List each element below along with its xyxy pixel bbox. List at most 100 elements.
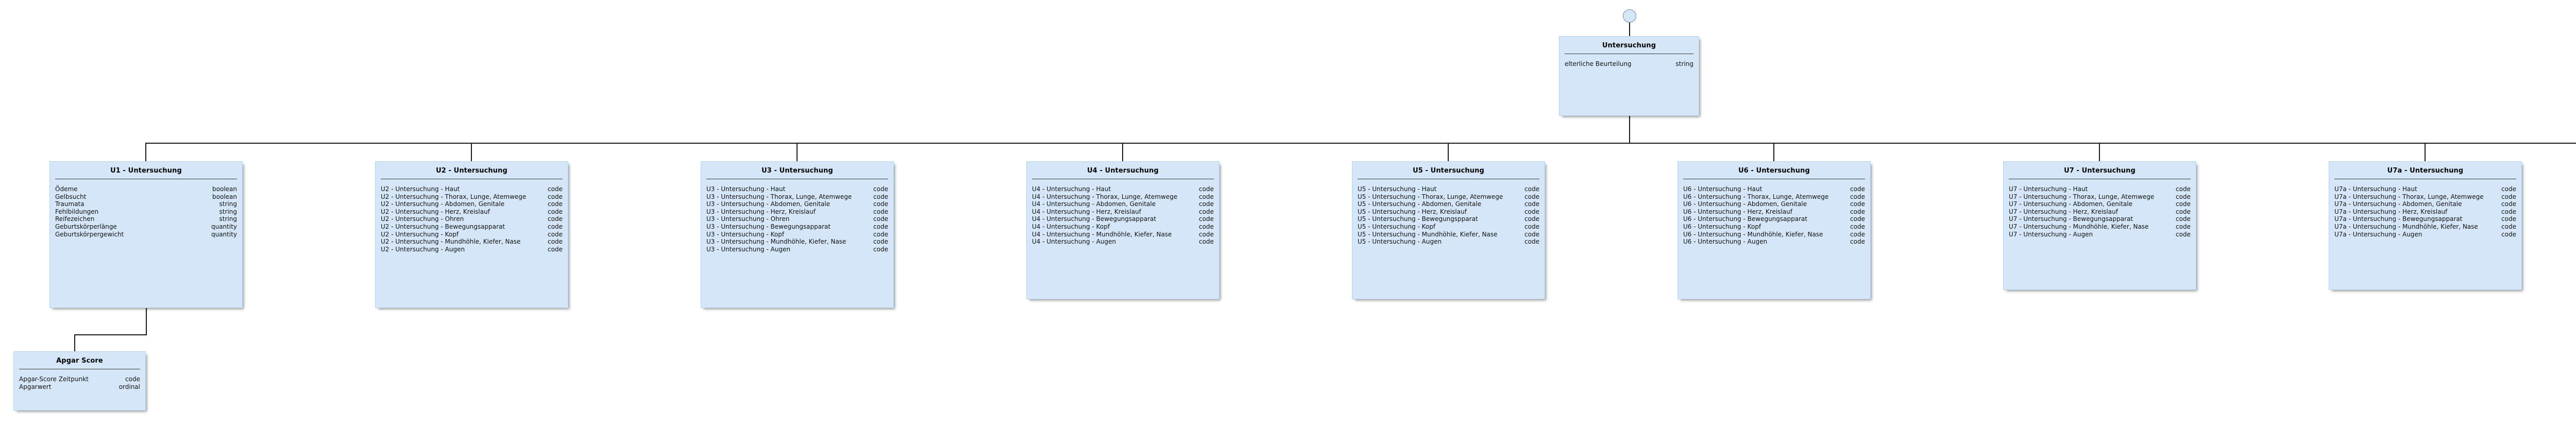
attribute-type: code — [1850, 185, 1865, 193]
attribute-type: code — [1850, 238, 1865, 246]
attribute-name: U3 - Untersuchung - Herz, Kreislauf — [706, 208, 816, 215]
attribute-name: U3 - Untersuchung - Abdomen, Genitale — [706, 200, 831, 208]
attribute-type: quantity — [211, 223, 237, 230]
attribute-type: code — [548, 193, 563, 200]
class-box-untersuchung[interactable]: Untersuchung elterliche Beurteilung stri… — [1559, 36, 1699, 116]
attribute-name: elterliche Beurteilung — [1565, 60, 1632, 67]
class-box-u5[interactable]: U5 - Untersuchung U5 - Untersuchung - Ha… — [1352, 161, 1545, 299]
drop-line-u4 — [1122, 143, 1123, 161]
attribute-type: code — [2176, 185, 2191, 193]
attribute-name: U7a - Untersuchung - Bewegungsapparat — [2334, 215, 2463, 223]
attribute-name: U3 - Untersuchung - Bewegungsapparat — [706, 223, 831, 230]
root-aggregation-circle — [1623, 9, 1636, 23]
attribute-type: code — [1199, 238, 1214, 246]
drop-line-u5 — [1448, 143, 1449, 161]
attribute-name: U7 - Untersuchung - Haut — [2009, 185, 2088, 193]
class-box-u7a[interactable]: U7a - Untersuchung U7a - Untersuchung - … — [2329, 161, 2522, 290]
attribute-name: U2 - Untersuchung - Ohren — [381, 215, 464, 223]
attribute-name: U6 - Untersuchung - Augen — [1683, 238, 1768, 246]
class-attributes-u5: U5 - Untersuchung - Haut code U5 - Unters… — [1352, 179, 1545, 251]
attribute-name: U4 - Untersuchung - Thorax, Lunge, Atemw… — [1032, 193, 1178, 200]
attribute-type: code — [1524, 223, 1539, 230]
attribute-row: U3 - Untersuchung - Ohren code — [706, 215, 888, 223]
attribute-row: U3 - Untersuchung - Mundhöhle, Kiefer, N… — [706, 238, 888, 246]
attribute-name: U7a - Untersuchung - Thorax, Lunge, Atem… — [2334, 193, 2484, 200]
attribute-type: string — [219, 208, 237, 215]
attribute-name: Apgarwert — [19, 383, 52, 390]
class-box-u6[interactable]: U6 - Untersuchung U6 - Untersuchung - Ha… — [1677, 161, 1871, 299]
attribute-name: U2 - Untersuchung - Kopf — [381, 230, 459, 238]
attribute-name: U5 - Untersuchung - Bewegungspparat — [1358, 215, 1478, 223]
attribute-name: U6 - Untersuchung - Bewegungsapparat — [1683, 215, 1808, 223]
class-box-u7[interactable]: U7 - Untersuchung U7 - Untersuchung - Ha… — [2003, 161, 2196, 290]
attribute-name: U6 - Untersuchung - Abdomen, Genitale — [1683, 200, 1807, 208]
class-title-u2: U2 - Untersuchung — [436, 167, 507, 175]
class-title-untersuchung: Untersuchung — [1602, 42, 1656, 49]
attribute-row: U5 - Untersuchung - Mundhöhle, Kiefer, N… — [1358, 231, 1539, 238]
apgar-elbow-vertical-to-apgar — [74, 334, 75, 351]
attribute-name: U7 - Untersuchung - Abdomen, Genitale — [2009, 200, 2133, 208]
class-box-u2[interactable]: U2 - Untersuchung U2 - Untersuchung - Ha… — [375, 161, 568, 308]
attribute-type: code — [873, 215, 888, 223]
attribute-name: U3 - Untersuchung - Mundhöhle, Kiefer, N… — [706, 238, 846, 246]
attribute-row: U7a - Untersuchung - Mundhöhle, Kiefer, … — [2334, 223, 2516, 231]
attribute-type: code — [2501, 193, 2516, 200]
attribute-name: U7 - Untersuchung - Bewegungsapparat — [2009, 215, 2133, 223]
attribute-type: code — [1524, 238, 1539, 246]
class-box-u4[interactable]: U4 - Untersuchung U4 - Untersuchung - Ha… — [1026, 161, 1219, 299]
class-box-u3[interactable]: U3 - Untersuchung U3 - Untersuchung - Ha… — [701, 161, 894, 308]
apgar-elbow-vertical-from-u1 — [146, 308, 147, 335]
root-top-stub-line — [1629, 21, 1630, 36]
attribute-name: U7a - Untersuchung - Augen — [2334, 230, 2422, 238]
attribute-name: U4 - Untersuchung - Herz, Kreislauf — [1032, 208, 1141, 215]
class-title-apgar-score: Apgar Score — [56, 357, 103, 365]
attribute-type: code — [873, 200, 888, 208]
attribute-name: U3 - Untersuchung - Ohren — [706, 215, 790, 223]
attribute-name: U2 - Untersuchung - Haut — [381, 185, 460, 193]
attribute-name: Geburtskörpergewicht — [55, 230, 124, 238]
attribute-row: U4 - Untersuchung - Thorax, Lunge, Atemw… — [1032, 193, 1214, 201]
attribute-row: U7 - Untersuchung - Thorax, Lunge, Atemw… — [2009, 193, 2191, 201]
attribute-type: code — [548, 230, 563, 238]
attribute-type: code — [1850, 208, 1865, 215]
root-down-line — [1629, 116, 1630, 143]
attribute-row: U7 - Untersuchung - Haut code — [2009, 185, 2191, 193]
drop-line-u7 — [2099, 143, 2100, 161]
attribute-name: U2 - Untersuchung - Abdomen, Genitale — [381, 200, 505, 208]
attribute-name: U6 - Untersuchung - Thorax, Lunge, Atemw… — [1683, 193, 1829, 200]
inheritance-bus-line — [145, 143, 2576, 144]
attribute-row: U6 - Untersuchung - Bewegungsapparat code — [1683, 215, 1865, 223]
attribute-type: code — [2501, 200, 2516, 208]
attribute-type: code — [1850, 215, 1865, 223]
attribute-type: code — [2501, 223, 2516, 230]
attribute-type: code — [2501, 208, 2516, 215]
attribute-type: code — [2176, 230, 2191, 238]
attribute-name: U5 - Untersuchung - Haut — [1358, 185, 1437, 193]
attribute-name: Gelbsucht — [55, 193, 87, 200]
attribute-type: code — [873, 245, 888, 253]
attribute-name: U7 - Untersuchung - Thorax, Lunge, Atemw… — [2009, 193, 2155, 200]
attribute-type: code — [1524, 215, 1539, 223]
